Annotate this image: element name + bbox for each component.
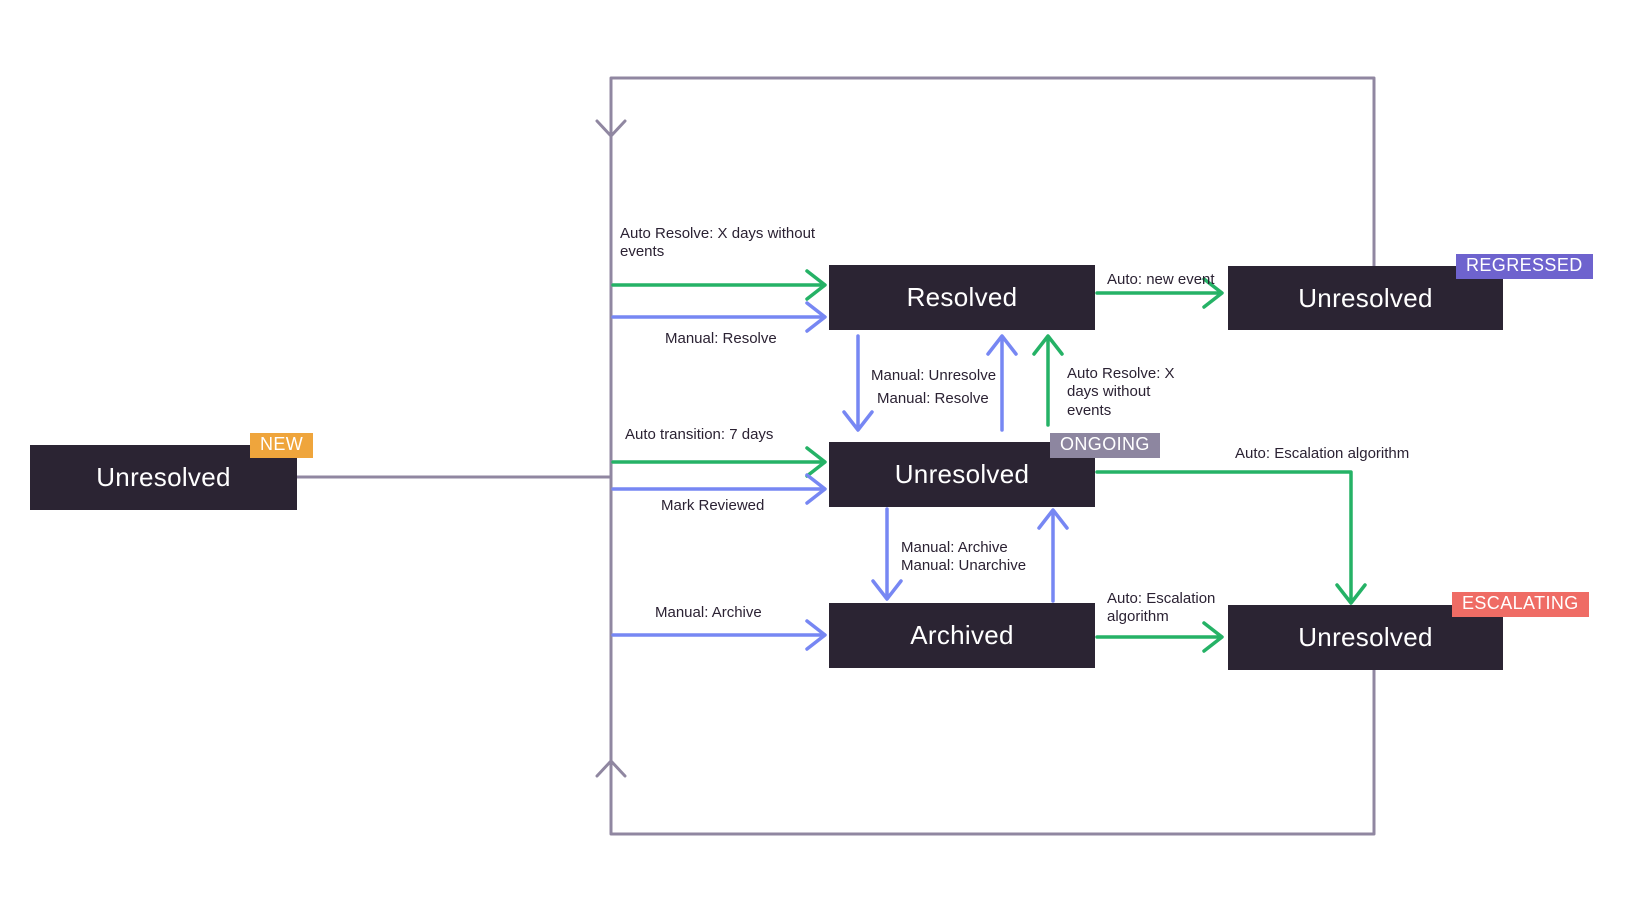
edge-manual-resolve-ongoing	[986, 334, 1018, 432]
edge-auto-new-event	[1095, 277, 1224, 309]
edge-auto-resolve-ongoing	[1032, 334, 1064, 427]
edge-auto-escalation-archived	[1095, 621, 1224, 653]
label-manual-resolve-new: Manual: Resolve	[665, 330, 777, 347]
edge-auto-escalation-ongoing	[1095, 470, 1367, 605]
label-auto-new-event: Auto: new event	[1107, 271, 1215, 288]
label-manual-archive-new: Manual: Archive	[655, 604, 762, 621]
node-archived: Archived	[829, 603, 1095, 668]
edge-mark-reviewed	[611, 473, 827, 505]
loop-arrowhead-down-icon	[595, 119, 627, 138]
status-badge-regressed: REGRESSED	[1456, 254, 1593, 279]
label-manual-resolve-ongoing: Manual: Resolve	[877, 390, 989, 407]
label-auto-resolve-new: Auto Resolve: X days without events	[620, 225, 816, 261]
node-unresolved-escalating: Unresolved	[1228, 605, 1503, 670]
edge-auto-resolve-new	[611, 269, 827, 301]
status-badge-new: NEW	[250, 433, 314, 458]
label-manual-archive-ongoing: Manual: Archive	[901, 539, 1008, 556]
node-resolved: Resolved	[829, 265, 1095, 330]
loop-arrowhead-up-icon	[595, 759, 627, 778]
status-badge-escalating: ESCALATING	[1452, 592, 1589, 617]
label-auto-resolve-ongoing: Auto Resolve: X days without events	[1067, 365, 1175, 419]
edge-auto-transition	[611, 446, 827, 478]
label-auto-transition: Auto transition: 7 days	[625, 426, 774, 443]
status-badge-ongoing: ONGOING	[1050, 433, 1160, 458]
node-label: Resolved	[906, 282, 1018, 312]
edge-manual-resolve-new	[611, 301, 827, 333]
node-label: Unresolved	[96, 462, 231, 492]
node-label: Archived	[910, 620, 1014, 650]
edge-manual-unarchive	[1037, 508, 1069, 603]
node-label: Unresolved	[1298, 282, 1433, 313]
label-manual-unresolve: Manual: Unresolve	[871, 367, 997, 384]
label-mark-reviewed: Mark Reviewed	[661, 497, 765, 514]
node-label: Unresolved	[894, 459, 1030, 489]
label-auto-escalation-archived: Auto: Escalation algorithm	[1107, 590, 1216, 626]
edge-manual-unresolve	[842, 334, 874, 432]
label-auto-escalation-ongoing: Auto: Escalation algorithm	[1235, 445, 1410, 462]
node-unresolved-regressed: Unresolved	[1228, 266, 1503, 330]
edge-manual-archive-new	[611, 619, 827, 651]
edge-manual-archive-ongoing	[871, 507, 903, 601]
loop-edge	[609, 76, 1376, 836]
label-manual-unarchive: Manual: Unarchive	[901, 557, 1027, 574]
node-label: Unresolved	[1298, 622, 1433, 652]
